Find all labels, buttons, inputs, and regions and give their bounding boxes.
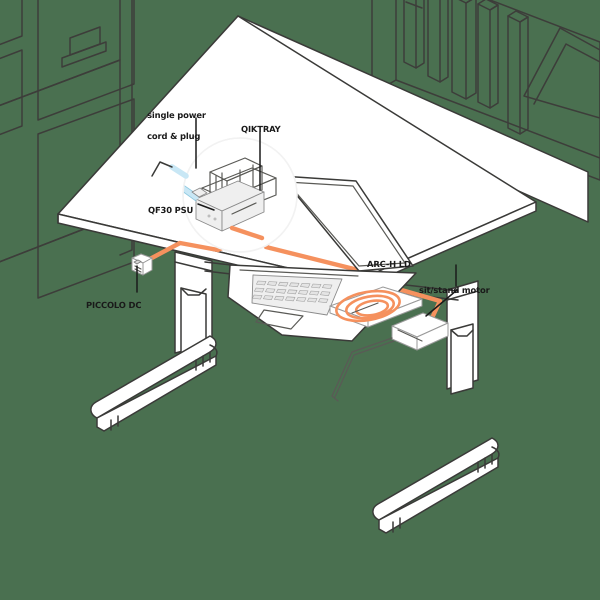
detail-magnifier: [182, 137, 298, 253]
label-power-cord-line1: single power: [147, 110, 206, 121]
piccolo-dc-module: [131, 253, 153, 276]
laptop-keyboard: [251, 274, 343, 316]
leader-lines: [136, 117, 458, 317]
label-single-power-cord: single power cord & plug: [136, 100, 206, 151]
label-sit-stand-motor: sit/stand motor: [419, 285, 490, 295]
desk-leg-right: [372, 280, 500, 534]
label-piccolo-dc: PICCOLO DC: [86, 300, 142, 310]
arc-h-ld-pad: [329, 286, 423, 328]
label-power-cord-line2: cord & plug: [147, 130, 201, 141]
label-arc-h-ld: ARC-H LD: [367, 259, 411, 269]
desk-leg-left: [90, 251, 218, 432]
laptop: [227, 175, 417, 342]
background-cabinets: [0, 0, 135, 299]
sit-stand-motor: [331, 312, 449, 402]
label-qiktray: QIKTRAY: [241, 124, 281, 134]
label-qf30-psu: QF30 PSU: [148, 205, 194, 215]
power-cord-blue: [151, 161, 189, 179]
background-shelving: [371, 0, 600, 181]
